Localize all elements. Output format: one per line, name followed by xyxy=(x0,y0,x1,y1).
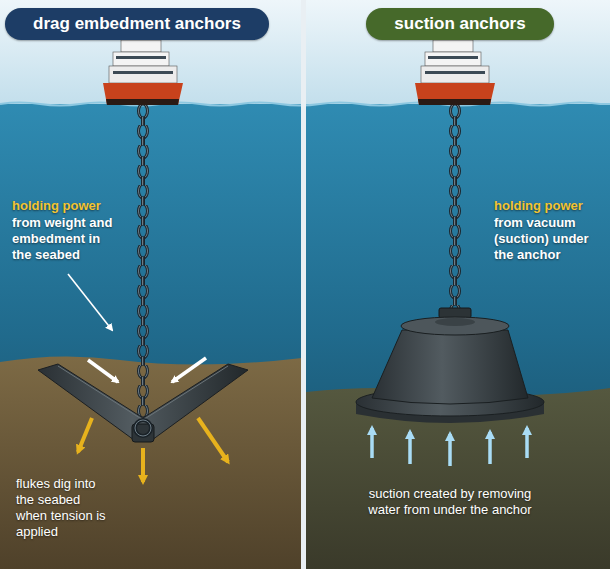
header-text: suction anchors xyxy=(394,14,525,33)
note-label: from weight and embedment in the seabed xyxy=(12,215,116,263)
note-label: flukes dig into the seabed when tension … xyxy=(16,476,106,540)
heading-label: holding power xyxy=(12,198,142,214)
header-text: drag embedment anchors xyxy=(33,14,241,33)
header-pill: suction anchors xyxy=(366,8,553,40)
header-pill: drag embedment anchors xyxy=(5,8,269,40)
note-label: suction created by removing water from u… xyxy=(365,486,535,518)
note-label: from vacuum (suction) under the anchor xyxy=(494,215,604,263)
heading-label: holding power xyxy=(494,198,604,214)
